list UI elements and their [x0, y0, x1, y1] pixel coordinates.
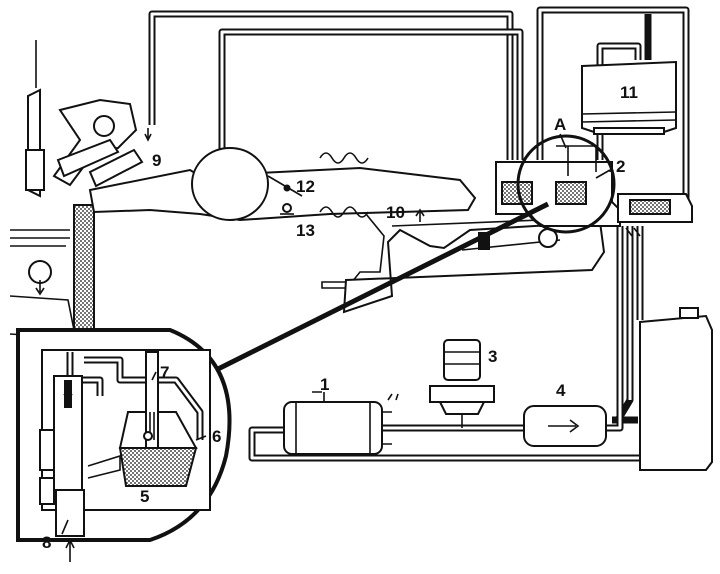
label-4: 4 [556, 381, 566, 400]
label-6: 6 [212, 427, 221, 446]
label-1: 1 [320, 375, 329, 394]
label-11: 11 [620, 83, 638, 102]
detail-leader [202, 201, 550, 379]
fuel-pump [283, 393, 399, 455]
intake-manifold [88, 147, 606, 314]
labels: 1 2 3 4 5 6 7 8 9 10 11 12 13 A [42, 83, 638, 552]
label-7-leader [151, 371, 157, 381]
label-A-leader [559, 133, 567, 149]
label-10: 10 [386, 203, 405, 222]
label-5: 5 [140, 487, 149, 506]
label-2: 2 [616, 157, 625, 176]
fuel-lines [148, 6, 690, 462]
label-2-leader [595, 169, 611, 179]
label-6-leader [195, 435, 207, 441]
label-3: 3 [488, 347, 497, 366]
fuel-tank [639, 307, 713, 471]
tank-11 [581, 60, 677, 135]
warm-up-regulator [617, 193, 693, 237]
label-A: A [554, 115, 566, 134]
label-1-leader [312, 391, 325, 402]
label-13: 13 [296, 221, 315, 240]
label-8: 8 [42, 533, 51, 552]
label-9: 9 [152, 151, 161, 170]
label-12: 12 [296, 177, 315, 196]
fuel-filter [523, 405, 607, 447]
accumulator [429, 339, 495, 428]
detail-inset [16, 328, 232, 562]
label-8-leader [61, 519, 69, 535]
fuel-distributor [495, 134, 621, 234]
label-7: 7 [160, 363, 169, 382]
